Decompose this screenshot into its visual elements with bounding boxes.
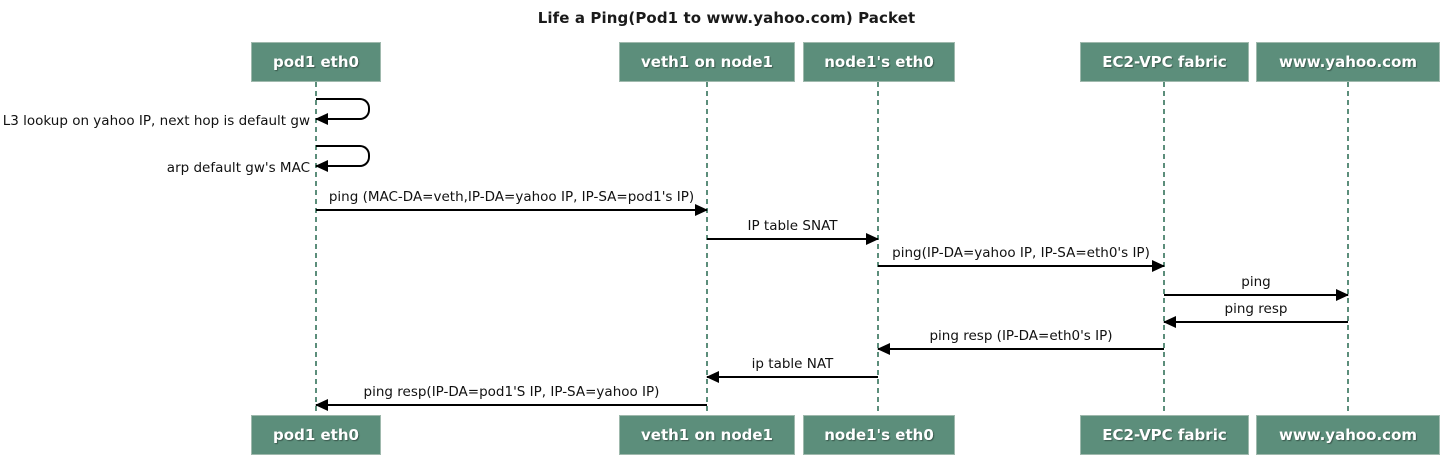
arrow-line — [707, 376, 878, 378]
arrow-line — [878, 265, 1164, 267]
arrow-head-icon — [1336, 289, 1349, 301]
message-label: IP table SNAT — [747, 218, 838, 235]
self-message-arrow[interactable]: L3 lookup on yahoo IP, next hop is defau… — [3, 98, 370, 129]
actor-label: pod1 eth0 — [273, 426, 359, 444]
message-label: ping resp (IP-DA=eth0's IP) — [929, 328, 1113, 345]
message-label: ping (MAC-DA=veth,IP-DA=yahoo IP, IP-SA=… — [328, 189, 695, 206]
message-label: ip table NAT — [751, 356, 834, 373]
actor-label: veth1 on node1 — [641, 426, 773, 444]
actor-label: node1's eth0 — [824, 426, 934, 444]
arrow-head-icon — [877, 343, 890, 355]
arrow-line — [1164, 294, 1348, 296]
actor-footer-pod1[interactable]: pod1 eth0 — [251, 415, 381, 455]
actor-header-eth0[interactable]: node1's eth0 — [803, 42, 955, 82]
actor-footer-ec2[interactable]: EC2-VPC fabric — [1080, 415, 1249, 455]
arrow-line — [878, 348, 1164, 350]
actor-label: EC2-VPC fabric — [1102, 426, 1227, 444]
self-message-arrow[interactable]: arp default gw's MAC — [167, 145, 370, 176]
actor-footer-veth1[interactable]: veth1 on node1 — [619, 415, 795, 455]
arrow-head-icon — [315, 399, 328, 411]
arrow-head-icon — [315, 160, 328, 172]
arrow-head-icon — [1163, 316, 1176, 328]
message-label: ping(IP-DA=yahoo IP, IP-SA=eth0's IP) — [892, 245, 1150, 262]
actor-label: node1's eth0 — [824, 53, 934, 71]
arrow-line — [316, 209, 707, 211]
self-loop-path — [316, 145, 370, 167]
actor-header-pod1[interactable]: pod1 eth0 — [251, 42, 381, 82]
self-loop-path — [316, 98, 370, 120]
arrow-line — [1164, 321, 1348, 323]
arrow-head-icon — [1152, 260, 1165, 272]
arrow-head-icon — [866, 233, 879, 245]
actor-header-yahoo[interactable]: www.yahoo.com — [1256, 42, 1440, 82]
arrow-head-icon — [706, 371, 719, 383]
actor-header-ec2[interactable]: EC2-VPC fabric — [1080, 42, 1249, 82]
actor-footer-yahoo[interactable]: www.yahoo.com — [1256, 415, 1440, 455]
actor-footer-eth0[interactable]: node1's eth0 — [803, 415, 955, 455]
actor-label: www.yahoo.com — [1278, 426, 1418, 444]
actor-label: www.yahoo.com — [1278, 53, 1418, 71]
actor-header-veth1[interactable]: veth1 on node1 — [619, 42, 795, 82]
page-title: Life a Ping(Pod1 to www.yahoo.com) Packe… — [537, 9, 916, 27]
self-message-label: L3 lookup on yahoo IP, next hop is defau… — [2, 113, 310, 129]
message-label: ping — [1241, 274, 1271, 291]
arrow-head-icon — [695, 204, 708, 216]
arrow-line — [316, 404, 707, 406]
lifeline-ec2 — [1163, 82, 1165, 415]
message-label: ping resp(IP-DA=pod1'S IP, IP-SA=yahoo I… — [363, 384, 660, 401]
actor-label: pod1 eth0 — [273, 53, 359, 71]
self-message-label: arp default gw's MAC — [166, 160, 310, 176]
actor-label: veth1 on node1 — [641, 53, 773, 71]
lifeline-eth0 — [877, 82, 879, 415]
arrow-line — [707, 238, 878, 240]
lifeline-veth1 — [706, 82, 708, 415]
lifeline-pod1 — [315, 82, 317, 415]
lifeline-yahoo — [1347, 82, 1349, 415]
actor-label: EC2-VPC fabric — [1102, 53, 1227, 71]
message-label: ping resp — [1224, 301, 1288, 318]
arrow-head-icon — [315, 113, 328, 125]
